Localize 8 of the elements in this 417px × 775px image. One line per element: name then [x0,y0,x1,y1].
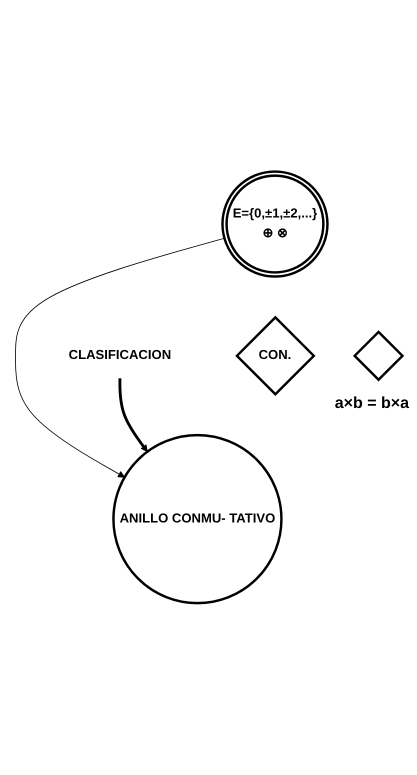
node-diamond: CON. [234,316,316,396]
arrow [14,238,224,478]
node-diamond [352,330,404,382]
node-text: CLASIFICACION [68,348,171,363]
equation-text: a×b = b×a [334,394,409,413]
node-circle: ANILLO CONMU- TATIVO [112,434,282,605]
node-circle: E={0,±1,±2,...} ⊕ ⊗ [220,170,328,278]
arrow [118,378,148,452]
